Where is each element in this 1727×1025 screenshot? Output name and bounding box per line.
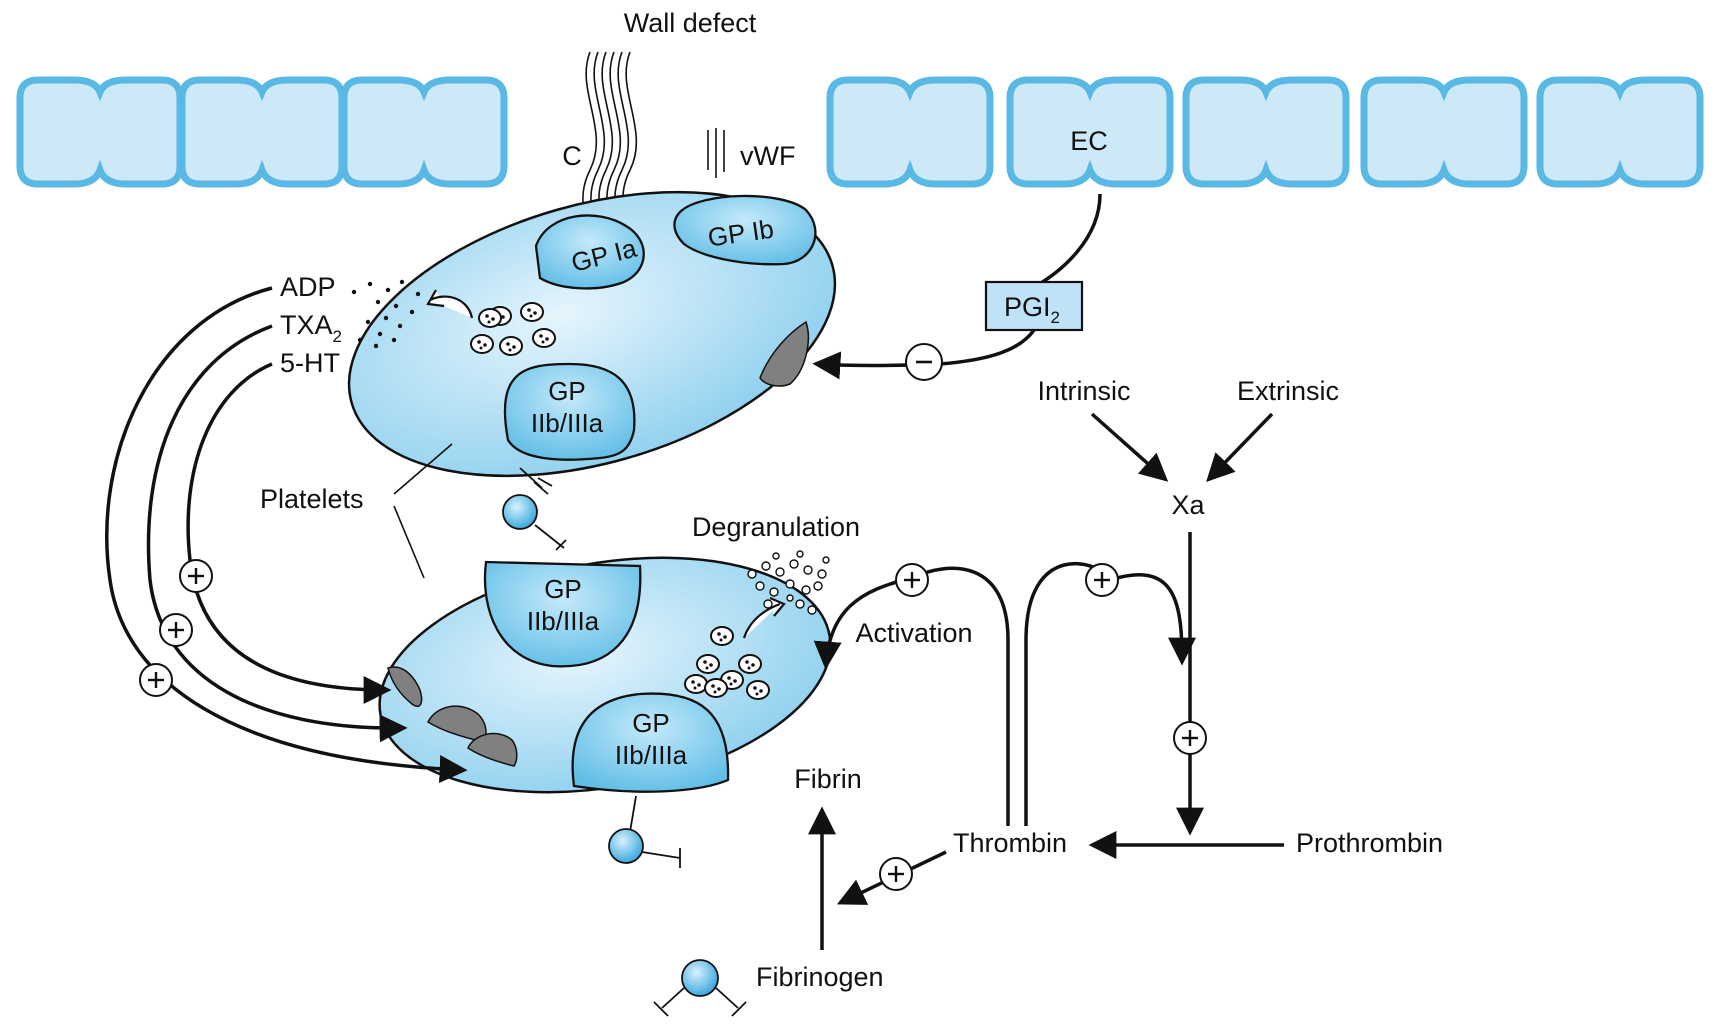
- thrombin-xa-feedback: [1024, 561, 1196, 826]
- ec-to-pgi2-line: [1035, 193, 1102, 288]
- iib-iiia-label-lower-1: IIb/IIIa: [527, 606, 600, 636]
- degranulation-label: Degranulation: [692, 512, 860, 542]
- thrombin-label: Thrombin: [953, 828, 1067, 858]
- platelets-pointer: [393, 505, 425, 579]
- 5ht-label: 5-HT: [280, 348, 340, 378]
- plus-sign: [878, 856, 914, 892]
- iib-iiia-label-lower-2: IIb/IIIa: [615, 740, 688, 770]
- platelets-label: Platelets: [260, 484, 364, 514]
- receptor-grey: [427, 705, 487, 743]
- degranulation-cloud: [747, 550, 830, 615]
- txa2-label: TXA2: [280, 310, 342, 346]
- endothelial-cell: [1540, 80, 1700, 184]
- endothelial-cell: [182, 80, 342, 184]
- pgi2-receptor: [759, 320, 809, 387]
- intrinsic-arrow: [1090, 412, 1169, 482]
- wall-defect-label: Wall defect: [624, 8, 757, 38]
- extrinsic-label: Extrinsic: [1237, 376, 1339, 406]
- plus-sign: [894, 562, 930, 598]
- gp-ia-receptor: [534, 214, 645, 290]
- ec-label: EC: [1070, 126, 1108, 156]
- fibrinogen-molecule: [608, 828, 644, 864]
- endothelial-cell: [1186, 80, 1346, 184]
- iib-iiia-label: IIb/IIIa: [531, 408, 604, 438]
- intrinsic-label: Intrinsic: [1037, 376, 1130, 406]
- plus-sign: [1172, 720, 1208, 756]
- free-fibrinogen: [653, 959, 747, 1017]
- endothelial-cell: [344, 80, 504, 184]
- receptor-grey: [387, 666, 423, 708]
- gp-label-lower-2: GP: [632, 708, 670, 738]
- gp-iib-iiia-receptor-lower-2: [571, 692, 730, 793]
- endothelial-layer: [20, 80, 1700, 184]
- adp-label: ADP: [280, 272, 336, 302]
- collagen-label: C: [562, 141, 582, 171]
- fibrin-label: Fibrin: [794, 764, 862, 794]
- gp-label-lower-1: GP: [544, 574, 582, 604]
- released-mediators: [351, 279, 421, 349]
- pgi2-box: [984, 280, 1084, 332]
- pgi2-label: PGI2: [1004, 292, 1060, 327]
- vwf-label: vWF: [740, 141, 795, 171]
- platelets-pointer: [393, 443, 453, 495]
- degranulation-arrow: [742, 596, 786, 639]
- plus-sign: [158, 612, 194, 648]
- fibrinogen-bridge: [502, 467, 567, 551]
- prothrombin-label: Prothrombin: [1296, 828, 1443, 858]
- fibrinogen-attached: [608, 795, 681, 868]
- plus-sign: [178, 558, 214, 594]
- gp-iib-iiia-receptor: [503, 362, 636, 461]
- plus-sign: [138, 662, 174, 698]
- gp-label: GP: [548, 376, 586, 406]
- fibrinogen-molecule: [502, 494, 538, 530]
- gp-ib-receptor: [673, 194, 817, 266]
- endothelial-cell: [830, 80, 990, 184]
- endothelial-cell: [1364, 80, 1524, 184]
- release-arrow: [426, 289, 474, 319]
- fibrinogen-molecule: [681, 959, 719, 997]
- endothelial-cell: [20, 80, 180, 184]
- gp-iib-iiia-receptor-lower-1: [483, 560, 642, 668]
- upper-platelet: GP Ia GP Ib GP IIb/IIIa: [347, 190, 837, 478]
- xa-label: Xa: [1171, 490, 1205, 520]
- activation-label: Activation: [855, 618, 972, 648]
- plus-sign: [1084, 562, 1120, 598]
- receptor-grey: [467, 732, 518, 767]
- lower-platelet: GP IIb/IIIa GP IIb/IIIa: [378, 556, 832, 794]
- fibrinogen-label: Fibrinogen: [756, 962, 884, 992]
- extrinsic-arrow: [1206, 412, 1274, 483]
- vwf-strands: [707, 128, 725, 178]
